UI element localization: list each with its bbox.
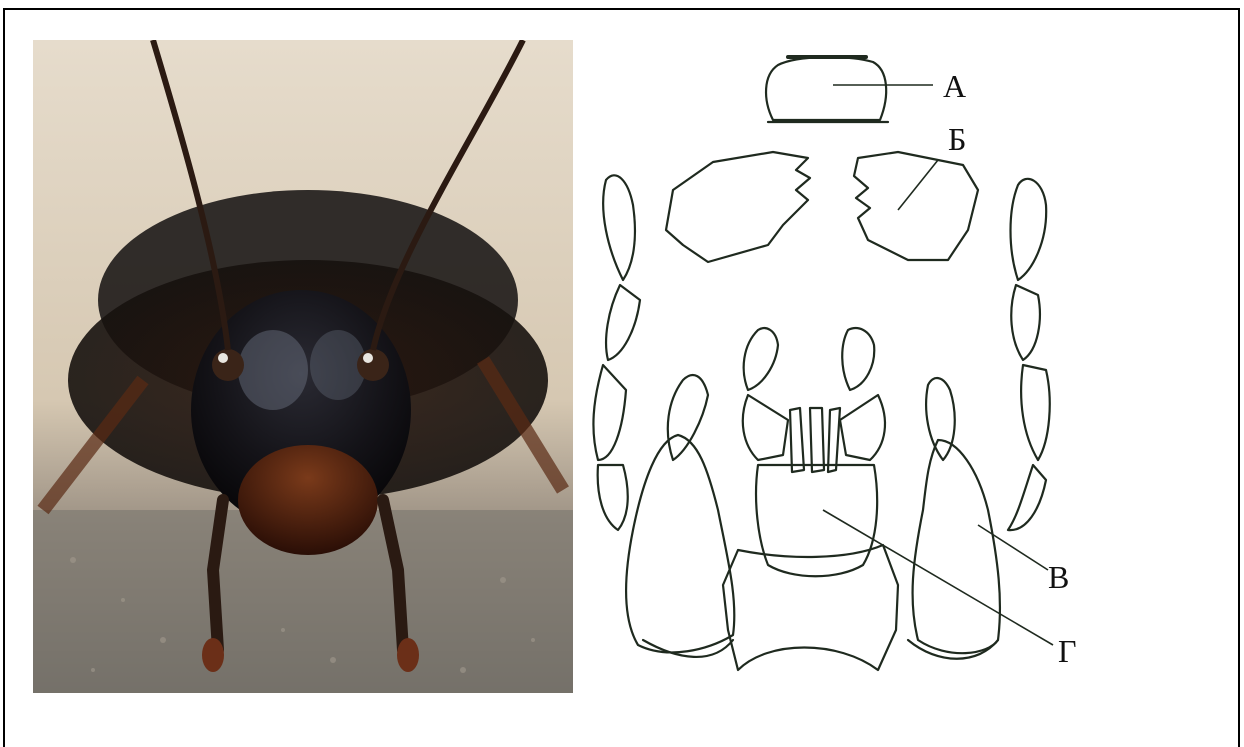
labium (756, 465, 877, 576)
maxilla-left (626, 435, 734, 652)
maxilla-right (913, 440, 1000, 653)
mandible-left (666, 152, 810, 262)
label-b: Б (948, 121, 966, 157)
cockroach-photo (33, 40, 573, 693)
label-a: А (943, 68, 966, 104)
labrum-shape (766, 57, 886, 120)
mandible-right (854, 152, 978, 260)
label-g: Г (1058, 633, 1077, 669)
cropped-caption-strip (0, 0, 1244, 8)
label-v: В (1048, 559, 1069, 595)
mouthparts-diagram: А Б В Г (578, 40, 1098, 700)
